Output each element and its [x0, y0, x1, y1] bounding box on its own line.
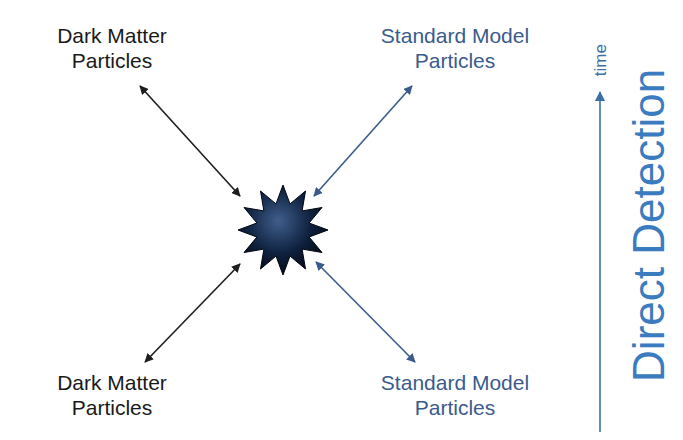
interaction-starburst: [238, 185, 328, 275]
dark-matter-arrow: [140, 86, 240, 196]
standard-model-arrow: [316, 262, 415, 362]
axis-label: time: [591, 44, 611, 76]
particle-label: Dark Matter Particles: [42, 370, 182, 420]
dark-matter-arrow: [145, 264, 240, 362]
particle-label: Dark Matter Particles: [42, 23, 182, 73]
standard-model-arrow: [314, 86, 412, 196]
particle-label: Standard Model Particles: [365, 23, 545, 73]
time-arrow: [599, 92, 601, 432]
diagram-heading: Direct Detection: [624, 68, 677, 381]
particle-label: Standard Model Particles: [365, 370, 545, 420]
